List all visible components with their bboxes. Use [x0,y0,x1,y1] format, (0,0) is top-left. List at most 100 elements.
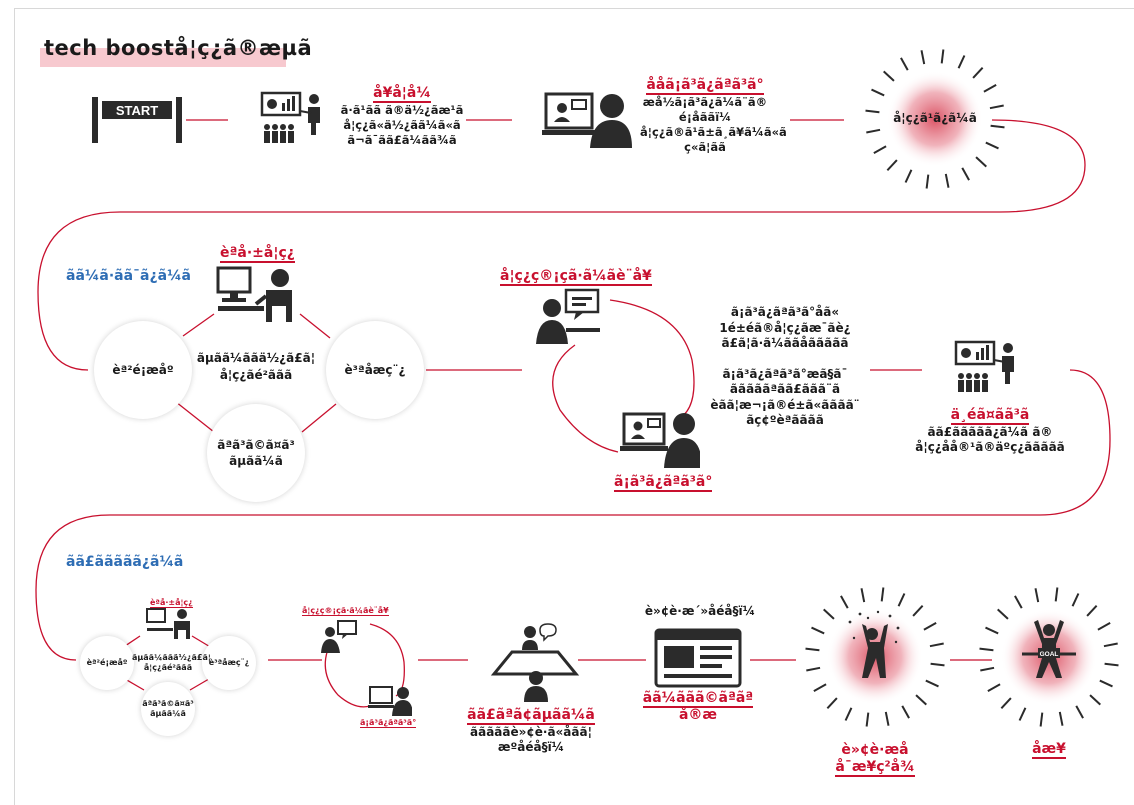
develop-term-heading: ãã£ãã­ããã¿ã¼ã [66,554,184,570]
basic-center-line-2: å­¦ç¿ãé²ããã [219,368,293,382]
burst-ray [865,109,880,114]
develop-center-line-1: ãµãã¼ããä½¿ã£ã¦ [132,653,211,662]
entrance-desc-2: å­¦ç¿ã«ä½¿ãã¼ã«ã [343,118,461,132]
burst-ray [880,587,885,602]
burst-ray [1034,588,1040,603]
burst-ray [923,622,937,631]
develop-center-line-2: å­¦ç¿ãé²ããã [143,663,193,672]
job-success-burst-icon [805,587,945,727]
page-frame [14,8,1134,805]
graduation-burst-icon: GOAL [979,587,1119,727]
portfolio-block: ãã¼ããã©ãªãª å®æ [638,690,758,724]
entrance-title: å¥å­¦å¼ [373,85,431,103]
sheet-entry-icon [536,288,600,344]
note-line-3: ã£ã¦ã·ã¼ããåããããã [721,336,849,350]
develop-self-study-title: èªå·±å­¦ç¿ [150,598,193,608]
burst-ray [920,50,926,65]
burst-ray [925,679,939,688]
burst-ray [983,84,997,93]
burst-ray [925,174,930,189]
burst-ray [900,57,909,71]
entrance-block: å¥å­¦å¼ ã·ã¹ãã ã®ä½¿ãæ¹ã å­¦ç¿ã«ä½¿ãã¼ã«… [340,85,464,148]
video-mentoring-icon [542,92,632,148]
first-mentoring-desc-4: ç«ã¦ãã [684,140,726,154]
burst-ray [904,169,913,183]
burst-ray [912,605,924,617]
burst-ray [940,49,945,64]
burst-ray [1097,622,1111,631]
burst-ray [990,124,1005,129]
basic-submit-circle: èª²é¡æåº [94,321,192,419]
develop-center-text: ãµãã¼ããä½¿ã£ã¦ å­¦ç¿ãé²ããã [132,653,211,673]
first-mentoring-desc-1: æå½ã¡ã³ã¿ã¼ã¨ã® [642,95,768,109]
burst-ray [884,711,890,726]
burst-ray [1000,697,1012,709]
basic-online-label-1: ãªã³ã©ã¤ã³ [217,438,295,452]
note-line-5: ã¡ã³ã¿ãªã³ã°æã§ã¯ [722,366,848,381]
burst-ray [886,159,898,171]
burst-ray [883,70,895,82]
burst-ray [805,647,820,652]
portfolio-browser-icon [654,628,742,688]
basic-center-line-1: ãµãã¼ããä½¿ã£ã¦ [196,351,316,365]
develop-sheet-title: å­¦ç¿ç®¡çã·ã¼ãè¨å¥ [302,606,389,616]
burst-ray [826,697,838,709]
develop-submit-label: èª²é¡æåº [86,658,128,667]
burst-ray [1104,662,1119,667]
burst-ray [1089,694,1101,706]
burst-ray [866,128,881,134]
basic-question-circle: è³ªåæç¨¿ [326,321,424,419]
burst-ray [823,608,835,620]
burst-ray [806,666,821,672]
burst-ray [961,167,970,181]
develop-question-circle: è³ªåæç¨¿ [202,636,256,690]
develop-submit-circle: èª²é¡æåº [80,636,134,690]
burst-ray [1103,642,1118,648]
sheet-title: å­¦ç¿ç®¡çã·ã¼ãè¨å¥ [500,268,652,286]
learning-start-label: å­¦ç¿ã¹ã¿ã¼ã [893,111,977,125]
learning-start-burst-icon [865,49,1005,189]
basic-term-heading: ãã¼ã·ãã¯ã¿ã¼ã [66,268,192,284]
career-support-icon [490,623,580,702]
basic-submit-label: èª²é¡æåº [112,363,174,377]
career-title: ã­ã£ãªã¢ãµãã¼ã [467,707,595,725]
career-desc-1: ãããããè»¢è·ã«åãã¦ [470,725,592,739]
burst-ray [987,683,1001,692]
burst-ray [1039,712,1044,727]
burst-ray [840,595,849,609]
develop-online-circle: ãªã³ã©ã¤ã³ ãµãã¼ã [141,682,195,736]
burst-ray [1054,587,1059,602]
success-title-2: å¯æ¥­ç²å¾ [835,759,915,777]
first-mentoring-desc-2: é¡åããï¼ [678,110,732,124]
burst-ray [871,88,885,97]
mentoring-title: ã¡ã³ã¿ãªã³ã° [614,474,713,492]
burst-ray [901,705,910,719]
burst-ray [985,141,999,150]
burst-ray [1018,707,1027,721]
note-line-1: ã¡ã³ã¿ãªã³ã°åã« [730,305,840,319]
burst-ray [915,694,927,706]
self-study-icon [216,266,292,322]
entrance-desc-1: ã·ã¹ãã ã®ä½¿ãæ¹ã [340,103,464,117]
note-line-8: ãç¢ºèªãããã [746,413,824,427]
basic-self-study-title: èªå·±å­¦ç¿ [220,245,295,263]
burst-ray [972,67,984,79]
mid-event-block: ä¸­éã¤ãã³ã ãã£ãã­ããã¿ã¼ã ã® å­¦ç¿åå®¹ã®ä… [910,407,1070,455]
develop-online-label-2: ãµãã¼ã [150,709,186,718]
burst-ray [897,593,906,607]
burst-ray [860,588,866,603]
develop-sheet-icon [321,620,357,653]
portfolio-title-1: ãã¼ããã©ãªãª [642,690,754,708]
first-mentoring-block: ååã¡ã³ã¿ãªã³ã° æå½ã¡ã³ã¿ã¼ã¨ã® é¡åããï¼ å… [640,77,787,155]
develop-online-label-1: ãªã³ã©ã¤ã³ [142,699,194,708]
burst-ray [844,707,853,721]
success-title-1: è»¢è·æå [841,742,909,758]
mid-event-desc-1: ãã£ãã­ããã¿ã¼ã ã® [927,425,1053,439]
mid-event-title: ä¸­éã¤ãã³ã [950,407,1030,425]
burst-ray [865,712,870,727]
page-title: tech boostå­¦ç¿ã®æµã [44,36,313,60]
burst-ray [944,173,950,188]
start-sign-icon: START [92,97,182,143]
burst-ray [997,608,1009,620]
burst-ray [873,145,887,154]
